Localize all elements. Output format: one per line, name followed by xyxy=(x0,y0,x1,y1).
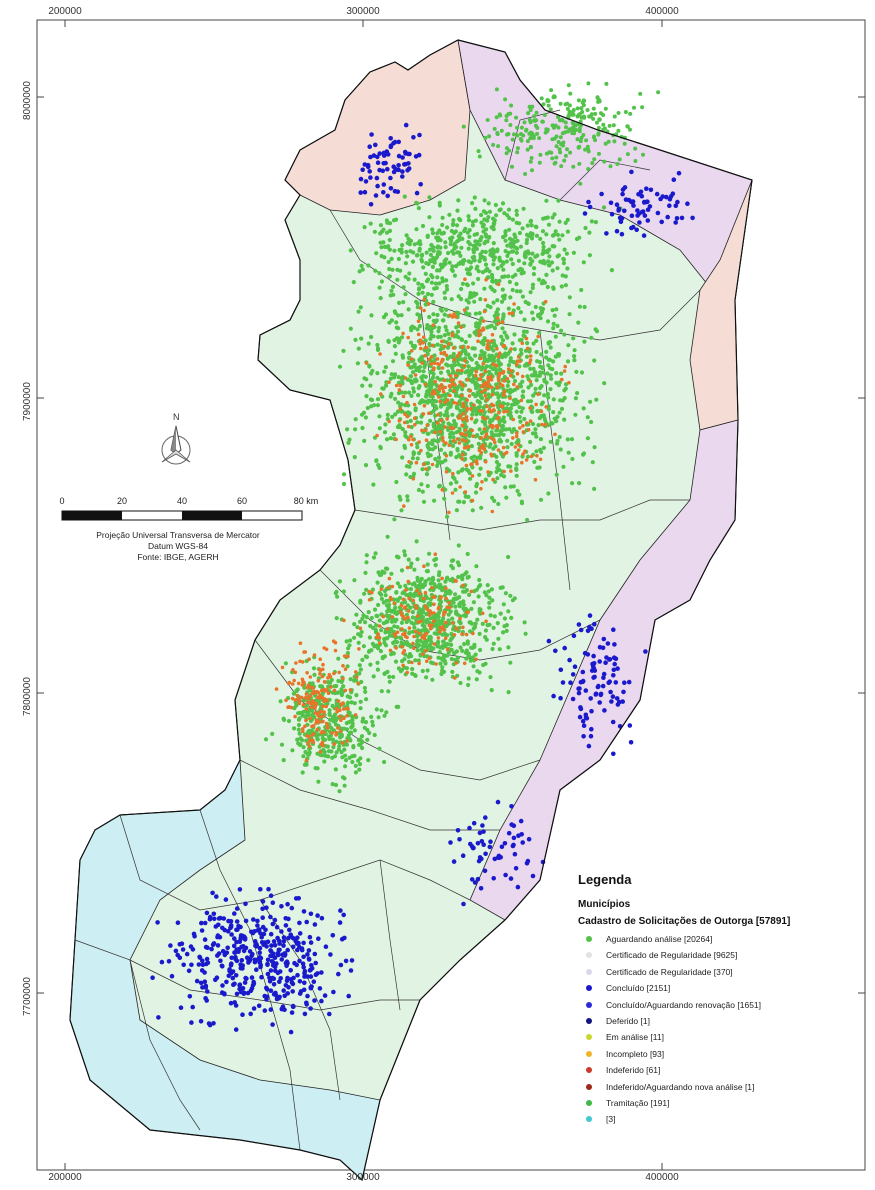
x-tick-top-1: 200000 xyxy=(48,6,82,17)
y-tick-left-4: 7700000 xyxy=(22,977,33,1016)
scale-label-80: 80 km xyxy=(293,496,319,506)
legend-item: Deferido [1] xyxy=(578,1013,868,1029)
legend-swatch-icon xyxy=(586,936,592,942)
legend-swatch-icon xyxy=(586,1017,592,1024)
legend: Legenda Municípios Cadastro de Solicitaç… xyxy=(578,872,868,1128)
legend-swatch-icon xyxy=(586,952,592,959)
legend-item-label: Tramitação [191] xyxy=(606,1097,670,1108)
projection-line: Projeção Universal Transversa de Mercato… xyxy=(96,530,260,540)
legend-item-label: Indeferido/Aguardando nova análise [1] xyxy=(606,1081,755,1092)
legend-item: Tramitação [191] xyxy=(578,1095,868,1111)
legend-item: Aguardando análise [20264] xyxy=(578,931,868,947)
scale-label-40: 40 xyxy=(176,496,188,506)
legend-item: Incompleto [93] xyxy=(578,1046,868,1062)
legend-item: Certificado de Regularidade [370] xyxy=(578,964,868,980)
legend-title: Legenda xyxy=(578,872,632,887)
north-arrow-icon xyxy=(161,425,191,465)
y-tick-left-1: 8000000 xyxy=(22,81,33,120)
axis-ticks xyxy=(37,20,865,1170)
y-tick-left-2: 7900000 xyxy=(22,382,33,421)
legend-item: Concluído [2151] xyxy=(578,980,868,996)
legend-item-label: Certificado de Regularidade [9625] xyxy=(606,950,738,961)
legend-swatch-icon xyxy=(586,968,592,975)
legend-swatch-icon xyxy=(586,1099,592,1106)
north-label: N xyxy=(173,412,180,422)
source-line: Fonte: IBGE, AGERH xyxy=(137,552,219,562)
x-tick-bottom-3: 400000 xyxy=(645,1172,679,1183)
legend-swatch-icon xyxy=(586,1001,592,1008)
legend-item-label: Indeferido [61] xyxy=(606,1065,661,1076)
legend-item-label: Incompleto [93] xyxy=(606,1048,665,1059)
state-border xyxy=(69,39,753,1182)
legend-item-label: Concluído [2151] xyxy=(606,983,671,994)
legend-item-label: Aguardando análise [20264] xyxy=(606,934,713,944)
x-tick-top-3: 400000 xyxy=(645,6,679,17)
legend-item-label: Certificado de Regularidade [370] xyxy=(606,966,733,977)
scale-label-0: 0 xyxy=(59,496,65,506)
datum-line: Datum WGS-84 xyxy=(148,541,208,551)
scale-label-60: 60 xyxy=(236,496,248,506)
legend-item: Em análise [11] xyxy=(578,1029,868,1045)
state-map xyxy=(69,39,753,1182)
legend-items: Aguardando análise [20264] Certificado de… xyxy=(578,931,868,1128)
legend-municipios: Municípios xyxy=(578,899,631,910)
x-tick-bottom-1: 200000 xyxy=(48,1172,82,1183)
legend-swatch-icon xyxy=(586,1067,592,1074)
legend-item: Indeferido [61] xyxy=(578,1062,868,1078)
legend-layer-title: Cadastro de Solicitações de Outorga [578… xyxy=(578,916,791,927)
scale-label-20: 20 xyxy=(116,496,128,506)
legend-item: Certificado de Regularidade [9625] xyxy=(578,947,868,963)
legend-swatch-icon xyxy=(586,985,592,992)
legend-item-label: [3] xyxy=(606,1114,616,1125)
legend-swatch-icon xyxy=(586,1083,592,1090)
legend-item: [3] xyxy=(578,1111,868,1127)
y-tick-left-3: 7800000 xyxy=(22,677,33,716)
legend-item: Indeferido/Aguardando nova análise [1] xyxy=(578,1079,868,1095)
legend-item: Concluído/Aguardando renovação [1651] xyxy=(578,997,868,1013)
legend-item-label: Deferido [1] xyxy=(606,1015,650,1026)
scale-bar xyxy=(61,510,303,521)
legend-item-label: Concluído/Aguardando renovação [1651] xyxy=(606,999,762,1010)
projection-info: Projeção Universal Transversa de Mercato… xyxy=(48,530,308,563)
x-tick-top-2: 300000 xyxy=(346,6,380,17)
legend-item-label: Em análise [11] xyxy=(606,1032,664,1043)
legend-swatch-icon xyxy=(586,1034,592,1041)
outorga-points xyxy=(150,81,695,1035)
legend-swatch-icon xyxy=(586,1116,592,1123)
legend-swatch-icon xyxy=(586,1050,592,1057)
x-tick-bottom-2: 300000 xyxy=(346,1172,380,1183)
